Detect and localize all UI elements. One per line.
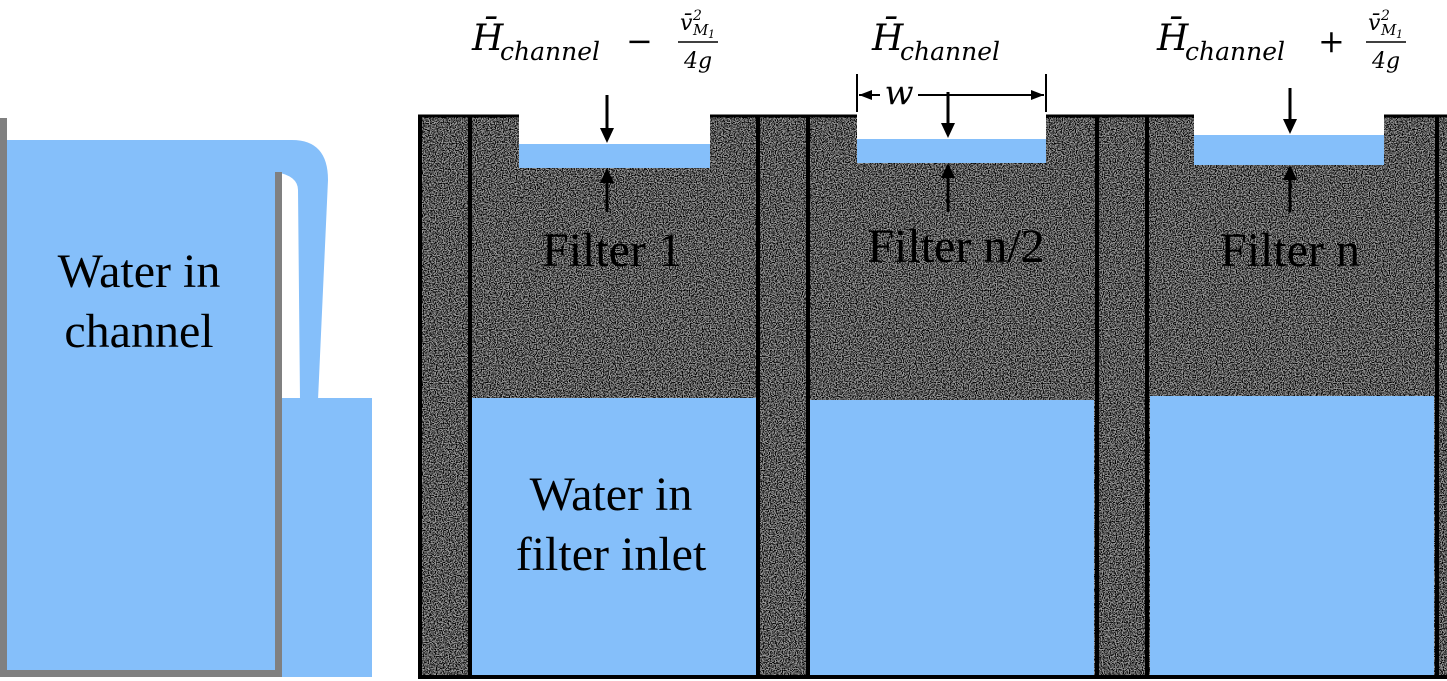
- filter-n-level-arrows: [1283, 88, 1297, 212]
- filter-n2-head-formula: H̄ channel: [871, 16, 1000, 66]
- filter-1-frac-num-base: v̄: [680, 11, 693, 36]
- inlet-receiving-water: [282, 398, 372, 677]
- filter-n-head-sub: channel: [1185, 37, 1285, 66]
- filter-1-water-surface: [519, 144, 710, 168]
- filter-n-frac-num-sub: M: [1380, 21, 1397, 39]
- filter-1-frac-num-subsub: 1: [708, 28, 715, 41]
- filter-n2-water-surface: [857, 139, 1046, 163]
- filter-1-label: Filter 1: [542, 224, 682, 277]
- channel-label-line1: Water in: [58, 245, 221, 298]
- channel-bottom-wall: [0, 670, 282, 677]
- channel-water: [6, 140, 276, 675]
- filter-1-inlet-water: [472, 398, 756, 677]
- filter-n-head-formula: H̄ channel + v̄ 2 M 1 4g: [1156, 8, 1406, 74]
- filter-n-inlet-water: [1150, 396, 1434, 677]
- filter-1-head-sub: channel: [500, 37, 600, 66]
- filter-n-head-op: +: [1318, 22, 1345, 60]
- channel-left-wall: [0, 118, 7, 677]
- inlet-label-line2: filter inlet: [516, 528, 707, 581]
- width-dimension: w: [856, 73, 1047, 113]
- channel-overflow-stream: [276, 140, 328, 400]
- filter-walls: [418, 116, 1439, 677]
- filter-n-water-surface: [1194, 135, 1384, 165]
- filter-n-frac-num-subsub: 1: [1396, 28, 1403, 41]
- filter-1-level-arrows: [600, 95, 614, 212]
- channel-label-line2: channel: [64, 305, 213, 358]
- width-label: w: [884, 73, 913, 113]
- inlet-label-line1: Water in: [530, 468, 693, 521]
- filter-n-frac-num-base: v̄: [1368, 11, 1381, 36]
- filter-1-head-op: −: [626, 22, 653, 60]
- filter-1-frac-den: 4g: [683, 49, 712, 74]
- filter-n-frac-num-sup: 2: [1380, 8, 1390, 24]
- channel-right-wall: [275, 172, 282, 677]
- filter-n-head-main: H̄: [1156, 16, 1189, 59]
- filter-1-frac-num-sub: M: [692, 21, 709, 39]
- filter-bank: Filter 1 Filter n/2 Filter n Water in fi…: [418, 8, 1447, 679]
- filter-1-head-formula: H̄ channel − v̄ 2 M 1 4g: [471, 8, 718, 74]
- channel-group: Water in channel: [0, 118, 372, 677]
- filter-n2-head-sub: channel: [900, 37, 1000, 66]
- filter-n-label: Filter n: [1220, 224, 1360, 277]
- filter-n2-level-arrows: [941, 92, 955, 212]
- filter-n-frac-den: 4g: [1371, 49, 1400, 74]
- filter-1-frac-num-sup: 2: [692, 8, 702, 24]
- filter-1-head-main: H̄: [471, 16, 504, 59]
- filter-n2-label: Filter n/2: [867, 220, 1044, 273]
- filter-n2-head-main: H̄: [871, 16, 904, 59]
- filter-n2-inlet-water: [810, 400, 1094, 677]
